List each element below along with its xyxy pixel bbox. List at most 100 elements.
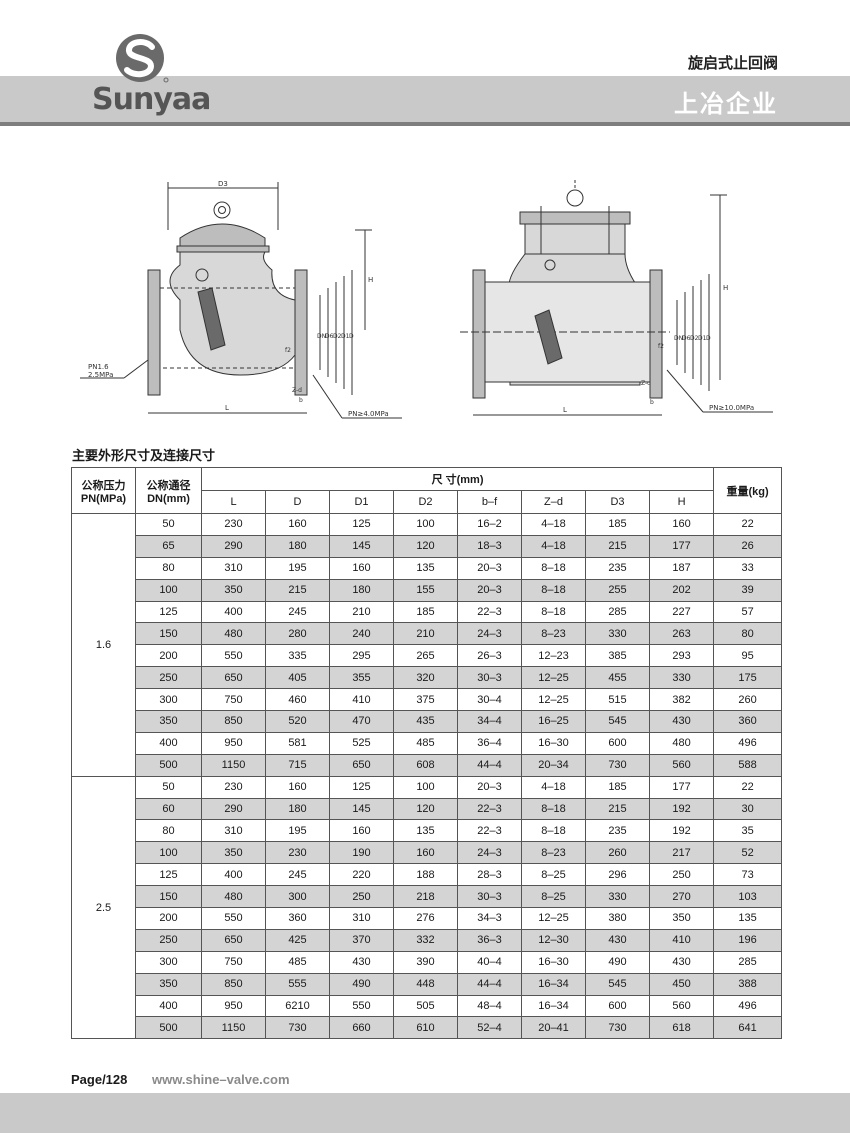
value-cell: 8–18 xyxy=(521,819,586,843)
header-dn-cn: 公称通径 xyxy=(146,479,191,492)
value-cell: 24–3 xyxy=(457,841,522,865)
value-cell: 425 xyxy=(265,928,330,952)
value-cell: 250 xyxy=(329,885,394,909)
dn-cell: 125 xyxy=(135,863,202,887)
label-d1-right: D1 xyxy=(698,335,707,342)
value-cell: 380 xyxy=(585,907,650,930)
table-title: 主要外形尺寸及连接尺寸 xyxy=(72,449,216,464)
value-cell: 195 xyxy=(265,556,330,580)
value-cell: 36–3 xyxy=(457,928,522,952)
col-l: L xyxy=(201,490,266,514)
value-cell: 300 xyxy=(265,885,330,909)
dn-cell: 100 xyxy=(135,841,202,865)
brand-wordmark: Sunyaa xyxy=(92,82,211,117)
label-f2: f2 xyxy=(285,347,291,354)
label-l: L xyxy=(225,404,229,412)
col-h: H xyxy=(648,490,715,514)
value-cell: 235 xyxy=(585,556,650,580)
value-cell: 650 xyxy=(201,666,266,690)
value-cell: 210 xyxy=(393,622,458,646)
value-cell: 485 xyxy=(265,950,330,974)
value-cell: 48–4 xyxy=(457,994,522,1018)
value-cell: 388 xyxy=(713,972,783,996)
value-cell: 175 xyxy=(713,666,783,690)
value-cell: 160 xyxy=(393,841,458,865)
value-cell: 95 xyxy=(713,644,783,668)
value-cell: 103 xyxy=(713,885,783,909)
value-cell: 235 xyxy=(585,819,650,843)
label-zd-right: Z-d xyxy=(641,380,651,387)
value-cell: 588 xyxy=(713,753,783,777)
value-cell: 195 xyxy=(265,819,330,843)
value-cell: 160 xyxy=(329,556,394,580)
value-cell: 350 xyxy=(648,907,715,930)
value-cell: 57 xyxy=(713,600,783,624)
dn-cell: 125 xyxy=(135,600,202,624)
value-cell: 22–3 xyxy=(457,797,522,821)
value-cell: 430 xyxy=(648,710,715,733)
value-cell: 227 xyxy=(648,600,715,624)
label-d6: D6 xyxy=(325,333,334,340)
value-cell: 730 xyxy=(585,1016,650,1040)
value-cell: 410 xyxy=(329,688,394,712)
col-d1: D1 xyxy=(329,490,394,514)
label-d-right: D xyxy=(706,335,711,342)
value-cell: 600 xyxy=(585,731,650,755)
label-l-right: L xyxy=(563,406,567,414)
value-cell: 470 xyxy=(329,710,394,733)
pn-cell: 2.5 xyxy=(71,775,136,1040)
value-cell: 44–4 xyxy=(457,972,522,996)
value-cell: 125 xyxy=(329,775,394,799)
product-title: 旋启式止回阀 xyxy=(687,54,778,72)
value-cell: 26 xyxy=(713,534,783,558)
value-cell: 350 xyxy=(201,578,266,602)
value-cell: 850 xyxy=(201,972,266,996)
value-cell: 435 xyxy=(393,710,458,733)
value-cell: 245 xyxy=(265,863,330,887)
value-cell: 180 xyxy=(329,578,394,602)
value-cell: 155 xyxy=(393,578,458,602)
website-link[interactable]: www.shine–valve.com xyxy=(152,1072,290,1087)
value-cell: 285 xyxy=(585,600,650,624)
value-cell: 370 xyxy=(329,928,394,952)
dn-cell: 400 xyxy=(135,994,202,1018)
value-cell: 290 xyxy=(201,797,266,821)
label-d3: D3 xyxy=(218,180,228,188)
header-pn: 公称压力 PN(MPa) xyxy=(71,467,136,514)
value-cell: 276 xyxy=(393,907,458,930)
value-cell: 293 xyxy=(648,644,715,668)
valve-drawing-right: H DN D6 D2 D1 D f2 Z-d b L PN≥10.0MPa xyxy=(455,170,775,430)
value-cell: 185 xyxy=(585,513,650,536)
value-cell: 360 xyxy=(713,710,783,733)
value-cell: 405 xyxy=(265,666,330,690)
value-cell: 1150 xyxy=(201,1016,266,1040)
value-cell: 215 xyxy=(585,534,650,558)
value-cell: 177 xyxy=(648,534,715,558)
value-cell: 280 xyxy=(265,622,330,646)
value-cell: 8–23 xyxy=(521,622,586,646)
value-cell: 20–3 xyxy=(457,775,522,799)
value-cell: 430 xyxy=(648,950,715,974)
value-cell: 135 xyxy=(393,819,458,843)
value-cell: 230 xyxy=(265,841,330,865)
value-cell: 330 xyxy=(648,666,715,690)
value-cell: 30 xyxy=(713,797,783,821)
header-pn-cn: 公称压力 xyxy=(81,479,126,492)
value-cell: 730 xyxy=(265,1016,330,1040)
value-cell: 73 xyxy=(713,863,783,887)
value-cell: 22–3 xyxy=(457,819,522,843)
value-cell: 22 xyxy=(713,775,783,799)
value-cell: 35 xyxy=(713,819,783,843)
label-h: H xyxy=(368,276,373,284)
dn-cell: 80 xyxy=(135,556,202,580)
value-cell: 550 xyxy=(329,994,394,1018)
value-cell: 16–34 xyxy=(521,994,586,1018)
